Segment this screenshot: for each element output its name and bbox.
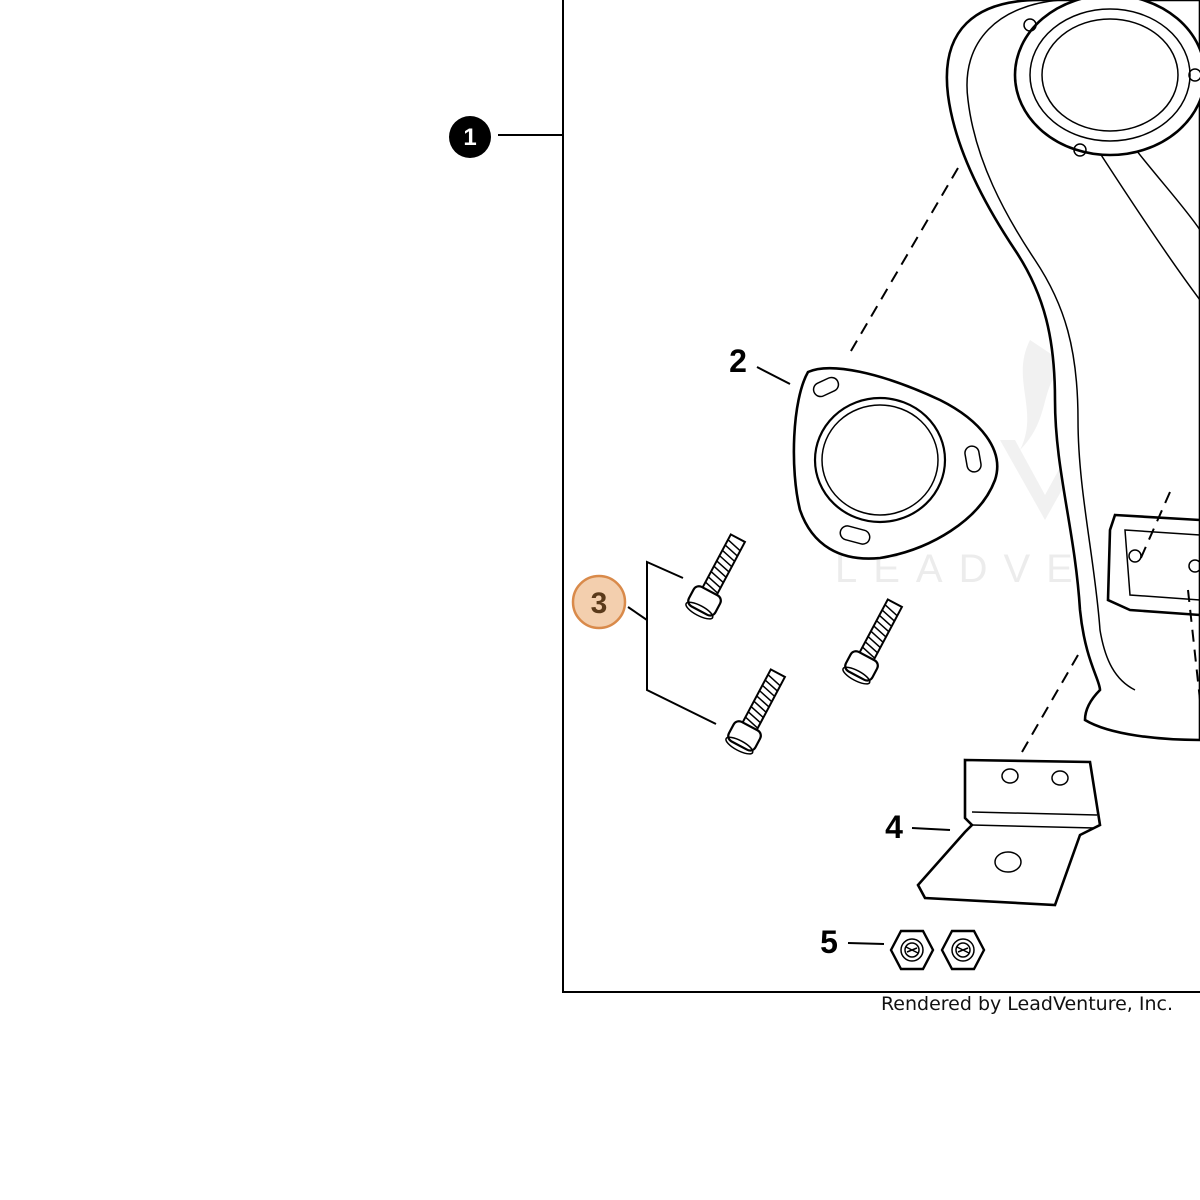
callout-2[interactable]: 2 bbox=[729, 343, 791, 385]
callout-1-label: 1 bbox=[463, 124, 476, 151]
nut bbox=[889, 929, 935, 971]
nut bbox=[940, 929, 986, 971]
part-3-bolts bbox=[685, 533, 904, 755]
callout-4[interactable]: 4 bbox=[885, 809, 951, 845]
callout-4-label: 4 bbox=[885, 809, 903, 845]
bolt bbox=[685, 533, 747, 620]
part-2-gasket bbox=[792, 366, 999, 560]
callout-5[interactable]: 5 bbox=[820, 924, 885, 960]
exhaust-body bbox=[945, 0, 1200, 742]
assembly-frame bbox=[498, 0, 1200, 993]
callout-3-highlight-badge bbox=[571, 574, 627, 630]
callout-2-label: 2 bbox=[729, 343, 747, 379]
callout-1-badge bbox=[449, 116, 491, 158]
part-4-bracket bbox=[916, 758, 1102, 907]
callout-1[interactable]: 1 bbox=[449, 116, 491, 158]
part-5-nuts bbox=[889, 929, 986, 971]
callout-3[interactable]: 3 bbox=[571, 560, 717, 725]
bolt bbox=[725, 668, 787, 755]
render-credit: Rendered by LeadVenture, Inc. bbox=[881, 993, 1173, 1015]
callout-3-label: 3 bbox=[591, 587, 608, 620]
callout-5-label: 5 bbox=[820, 924, 838, 960]
guide-lines bbox=[847, 167, 1200, 753]
bolt bbox=[842, 598, 904, 685]
